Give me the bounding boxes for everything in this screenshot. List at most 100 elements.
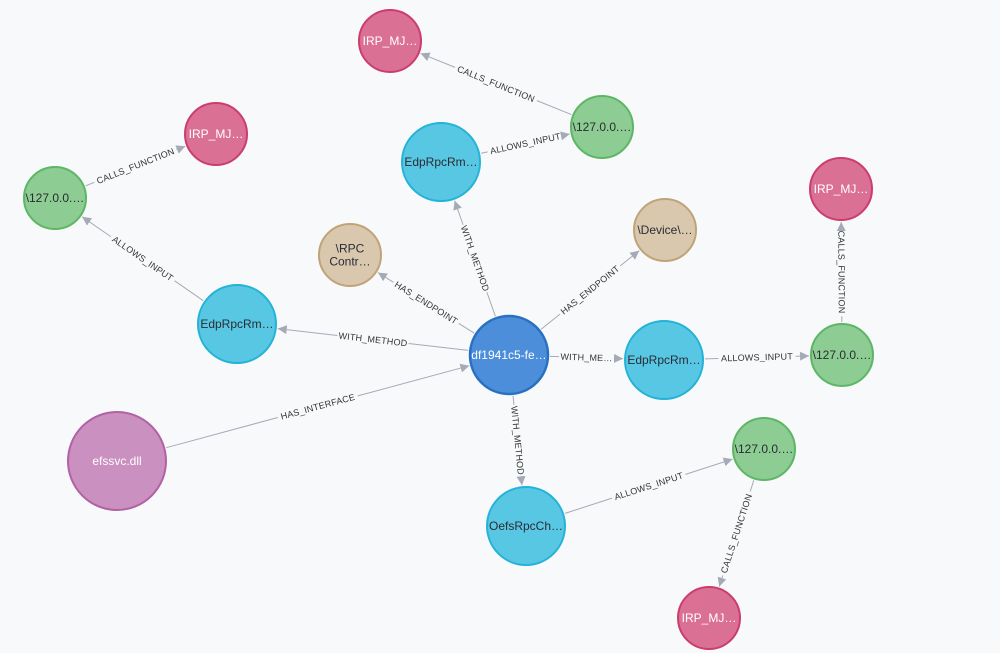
relationship-label: WITH_METHOD [338,331,408,349]
node-circle[interactable] [810,323,874,387]
relationship-allows-input-m_left-in_left[interactable]: ALLOWS_INPUT [81,216,204,302]
relationship-arrow[interactable] [685,457,733,475]
relationship-line[interactable] [174,280,204,302]
node-input-in_left[interactable]: \127.0.0.… [23,166,87,230]
relationship-line[interactable] [540,313,561,330]
relationship-line[interactable] [408,343,469,351]
node-circle[interactable] [624,320,704,400]
relationship-has-interface-dll-iface[interactable]: HAS_INTERFACE [166,363,470,449]
node-circle[interactable] [809,157,873,221]
node-label: IRP_MJ… [682,611,737,625]
node-label: \127.0.0.… [813,348,872,362]
relationship-with-method-iface-m_left[interactable]: WITH_METHOD [277,325,469,351]
node-input-in_bottom[interactable]: \127.0.0.… [732,417,796,481]
relationship-line[interactable] [512,395,515,405]
node-circle[interactable] [732,417,796,481]
node-method-m_left[interactable]: EdpRpcRm… [197,284,277,364]
node-circle[interactable] [633,198,697,262]
node-circle[interactable] [318,223,382,287]
relationship-arrow[interactable] [619,250,640,267]
relationship-label: HAS_INTERFACE [280,392,357,422]
node-circle[interactable] [358,9,422,73]
relationship-label: WITH_ME… [560,352,612,364]
relationship-arrow[interactable] [717,575,727,587]
node-label: efssvc.dll [92,454,141,468]
relationship-label: CALLS_FUNCTION [719,493,754,575]
node-label: \127.0.0.… [26,191,85,205]
relationship-line[interactable] [166,417,278,449]
node-method-m_top[interactable]: EdpRpcRm… [401,122,481,202]
node-function-f_right[interactable]: IRP_MJ… [809,157,873,221]
relationship-label: WITH_METHOD [459,224,492,293]
relationship-allows-input-m_top-in_top[interactable]: ALLOWS_INPUT [480,131,570,156]
node-label: Contr… [329,255,370,269]
relationship-arrow[interactable] [560,131,570,141]
relationship-label: ALLOWS_INPUT [489,131,562,156]
relationship-label: HAS_ENDPOINT [393,279,460,326]
node-function-f_left[interactable]: IRP_MJ… [184,102,248,166]
relationship-calls-function-in_top-f_top[interactable]: CALLS_FUNCTION [420,52,572,116]
relationship-label: HAS_ENDPOINT [559,263,622,316]
node-circle[interactable] [486,486,566,566]
relationship-calls-function-in_left-f_left[interactable]: CALLS_FUNCTION [85,145,186,187]
relationship-with-method-iface-m_top[interactable]: WITH_METHOD [453,200,496,317]
relationship-line[interactable] [458,322,475,334]
node-method-m_bottom[interactable]: OefsRpcCh… [486,486,566,566]
relationship-arrow[interactable] [277,325,338,336]
relationship-line[interactable] [486,292,496,317]
node-endpoint-ep_rpc[interactable]: \RPCContr… [318,223,382,287]
relationship-calls-function-in_right-f_right[interactable]: CALLS_FUNCTION [836,221,847,323]
node-circle[interactable] [468,314,550,396]
node-label: df1941c5-fe… [471,348,546,362]
relationship-allows-input-m_bottom-in_bottom[interactable]: ALLOWS_INPUT [564,457,733,514]
node-input-in_right[interactable]: \127.0.0.… [810,323,874,387]
relationship-with-me-iface-m_right[interactable]: WITH_ME… [549,352,624,364]
node-label: EdpRpcRm… [200,317,273,331]
relationship-label: ALLOWS_INPUT [613,470,685,502]
node-circle[interactable] [184,102,248,166]
node-circle[interactable] [23,166,87,230]
node-label: OefsRpcCh… [489,519,563,533]
node-label: EdpRpcRm… [404,155,477,169]
relationship-label: CALLS_FUNCTION [456,64,537,104]
relationship-line[interactable] [85,181,95,187]
node-circle[interactable] [677,586,741,650]
relationship-arrow[interactable] [81,216,112,238]
relationship-label: CALLS_FUNCTION [836,231,846,314]
relationship-arrow[interactable] [357,363,470,397]
relationship-has-endpoint-iface-ep_dev[interactable]: HAS_ENDPOINT [540,250,640,330]
node-input-in_top[interactable]: \127.0.0.… [570,95,634,159]
node-label: \Device\… [637,223,692,237]
node-label: \127.0.0.… [735,442,794,456]
relationship-arrow[interactable] [453,200,464,225]
relationship-has-endpoint-iface-ep_rpc[interactable]: HAS_ENDPOINT [377,272,475,334]
relationship-label: ALLOWS_INPUT [110,234,175,283]
node-endpoint-ep_dev[interactable]: \Device\… [633,198,697,262]
node-circle[interactable] [401,122,481,202]
node-circle[interactable] [570,95,634,159]
node-method-m_right[interactable]: EdpRpcRm… [624,320,704,400]
node-circle[interactable] [67,411,167,511]
relationship-label: CALLS_FUNCTION [95,146,176,186]
node-label: IRP_MJ… [363,34,418,48]
relationship-line[interactable] [564,497,613,514]
relationship-arrow[interactable] [516,475,526,486]
relationship-calls-function-in_bottom-f_bottom[interactable]: CALLS_FUNCTION [717,480,755,587]
node-function-f_bottom[interactable]: IRP_MJ… [677,586,741,650]
relationship-line[interactable] [536,100,572,116]
relationship-arrow[interactable] [420,52,456,68]
relationship-arrow[interactable] [377,272,394,283]
node-dll-dll[interactable]: efssvc.dll [67,411,167,511]
relationship-with-method-iface-m_bottom[interactable]: WITH_METHOD [509,395,526,486]
relationship-line[interactable] [480,151,488,154]
relationship-allows-input-m_right-in_right[interactable]: ALLOWS_INPUT [704,351,810,363]
relationship-line[interactable] [749,480,755,492]
node-label: EdpRpcRm… [627,353,700,367]
node-circle[interactable] [197,284,277,364]
node-label: \127.0.0.… [573,120,632,134]
relationship-arrow[interactable] [175,145,186,154]
node-interface-iface[interactable]: df1941c5-fe… [468,314,550,396]
node-function-f_top[interactable]: IRP_MJ… [358,9,422,73]
